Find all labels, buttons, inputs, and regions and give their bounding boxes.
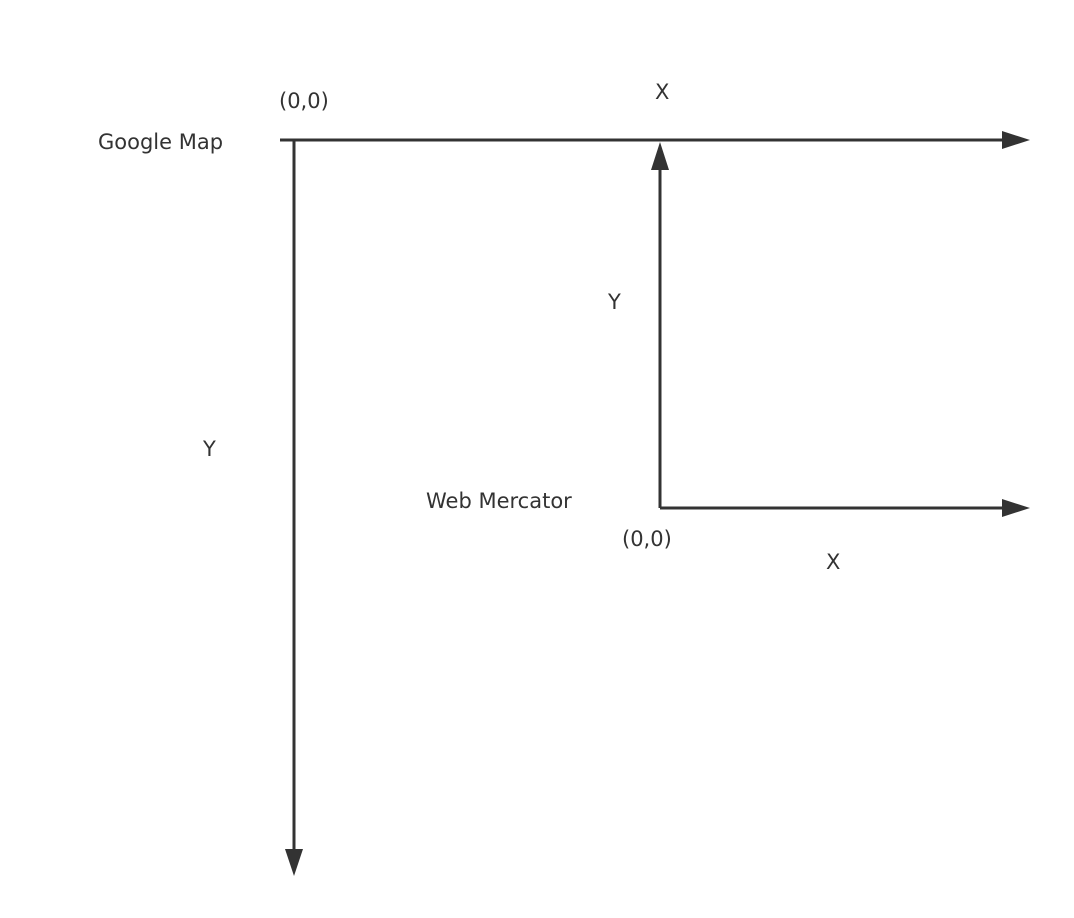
web-mercator-x-axis-label: X bbox=[826, 550, 840, 574]
google-map-y-arrowhead bbox=[285, 849, 303, 876]
google-map-y-axis-label: Y bbox=[202, 437, 216, 461]
web-mercator-x-arrowhead bbox=[1002, 499, 1030, 517]
google-map-x-arrowhead bbox=[1002, 131, 1030, 149]
web-mercator-y-axis-label: Y bbox=[607, 290, 621, 314]
web-mercator-system-label: Web Mercator bbox=[426, 489, 572, 513]
google-map-origin-label: (0,0) bbox=[279, 89, 329, 113]
web-mercator-y-arrowhead bbox=[651, 142, 669, 170]
web-mercator-origin-label: (0,0) bbox=[622, 527, 672, 551]
google-map-system-label: Google Map bbox=[98, 130, 223, 154]
google-map-x-axis-label: X bbox=[655, 80, 669, 104]
web-mercator-coordinate-system: Web Mercator (0,0) X Y bbox=[426, 142, 1030, 574]
google-map-coordinate-system: Google Map (0,0) X Y bbox=[98, 80, 1030, 876]
